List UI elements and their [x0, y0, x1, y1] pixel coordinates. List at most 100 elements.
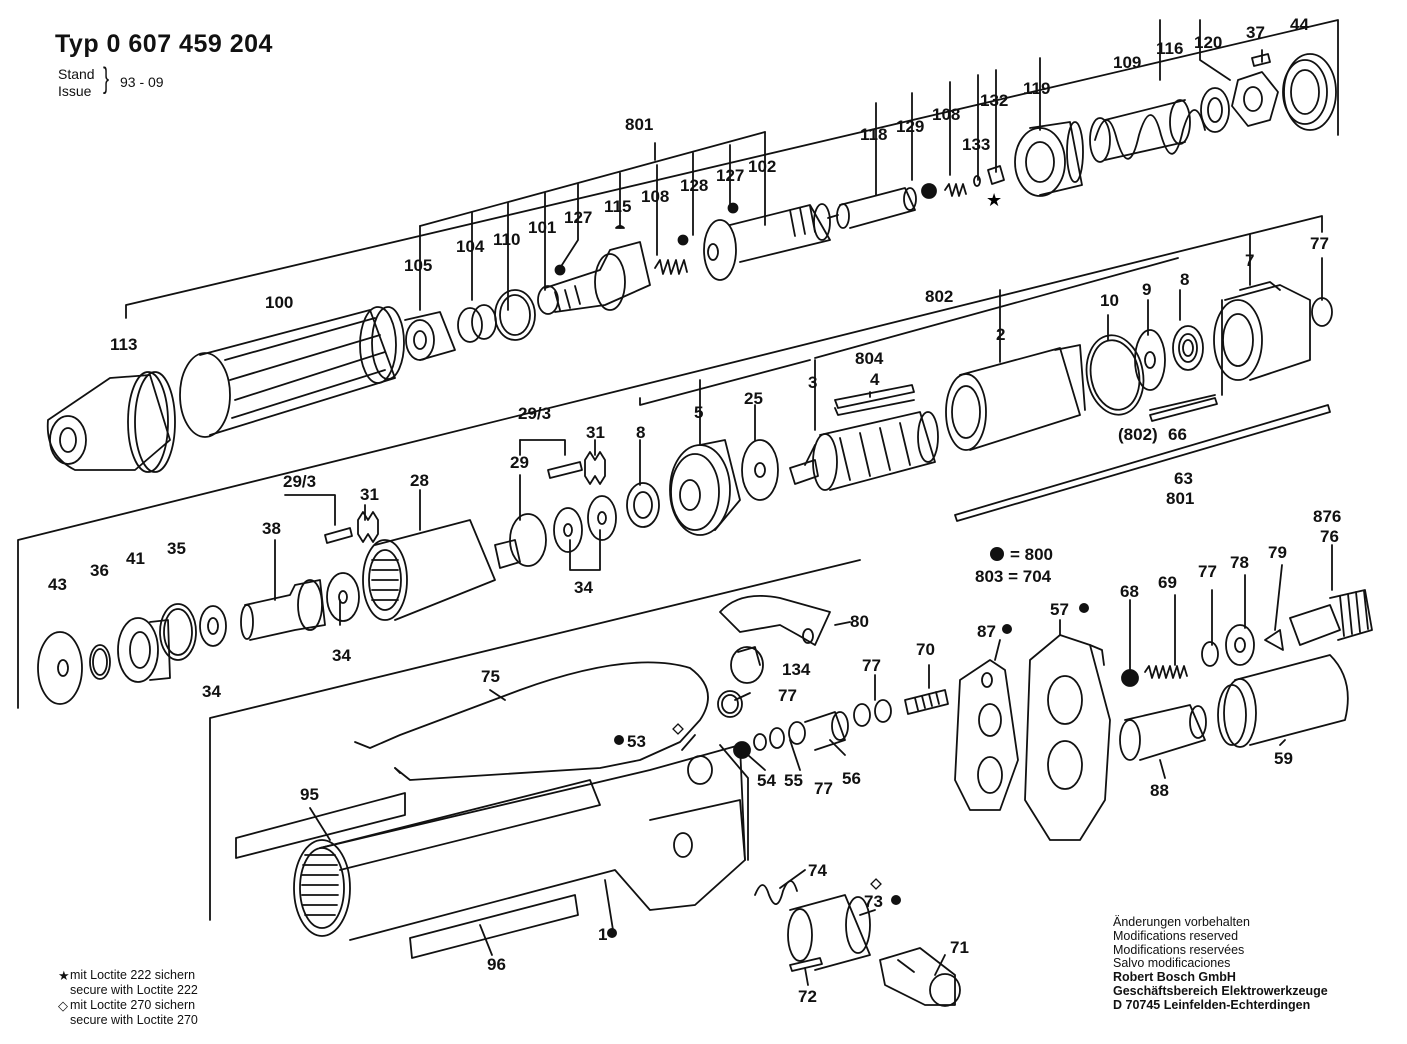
note-line-4: Salvo modificaciones — [1113, 956, 1231, 971]
part-108-spring — [654, 259, 688, 275]
label-5: 5 — [694, 403, 703, 422]
part-120-nut — [1231, 71, 1279, 127]
label-104: 104 — [456, 237, 485, 256]
label-108b: 108 — [932, 105, 960, 124]
label-1: 1 — [598, 925, 607, 944]
label-128: 128 — [680, 176, 708, 195]
label-101: 101 — [528, 218, 556, 237]
part-77-o-ring — [1311, 297, 1333, 327]
part-44-ring-nut — [1282, 53, 1337, 131]
filled-dot-icon — [1079, 603, 1089, 613]
part-804-plate — [834, 384, 915, 416]
label-29-3a: 29/3 — [518, 404, 551, 423]
page-title: Typ 0 607 459 204 — [55, 30, 273, 58]
label-802a: 802 — [925, 287, 953, 306]
label-44: 44 — [1290, 15, 1309, 34]
label-87: 87 — [977, 622, 996, 641]
part-69-spring — [1144, 665, 1188, 679]
label-8b: 8 — [636, 423, 645, 442]
part-1-housing — [293, 744, 749, 941]
filled-dot-icon — [607, 928, 617, 938]
legend-diamond-en: secure with Loctite 270 — [70, 1013, 198, 1027]
part-118-pin — [827, 187, 917, 229]
label-8a: 8 — [1180, 270, 1189, 289]
loctite-legend: ★ mit Loctite 222 sichern secure with Lo… — [58, 968, 198, 1028]
label-79: 79 — [1268, 543, 1287, 562]
label-102: 102 — [748, 157, 776, 176]
part-59-cover — [1217, 654, 1349, 748]
label-66: 66 — [1168, 425, 1187, 444]
label-54: 54 — [757, 771, 776, 790]
part-113-nose-cone — [46, 371, 176, 473]
filled-dot-icon — [1002, 624, 1012, 634]
label-113: 113 — [110, 335, 137, 354]
legend-star-de: mit Loctite 222 sichern — [70, 968, 196, 982]
filled-dot-icon — [614, 735, 624, 745]
label-76: 76 — [1320, 527, 1339, 546]
company-address: D 70745 Leinfelden-Echterdingen — [1113, 997, 1311, 1012]
label-55: 55 — [784, 771, 803, 790]
part-88-sleeve — [1119, 704, 1207, 761]
legend-diamond-de: mit Loctite 270 sichern — [70, 998, 196, 1012]
label-29: 29 — [510, 453, 529, 472]
bracket-801 — [419, 131, 766, 227]
label-105: 105 — [404, 256, 432, 275]
label-34b: 34 — [332, 646, 351, 665]
label-10: 10 — [1100, 291, 1119, 310]
label-96: 96 — [487, 955, 506, 974]
key-code-equals: 803 = 704 — [975, 567, 1052, 586]
label-28: 28 — [410, 471, 429, 490]
part-41-cap — [117, 617, 171, 683]
part-134-cap — [730, 646, 764, 684]
label-72: 72 — [798, 987, 817, 1006]
part-129-ball — [921, 183, 937, 199]
label-88: 88 — [1150, 781, 1169, 800]
part-74-spring — [754, 880, 798, 905]
star-icon: ★ — [58, 968, 70, 983]
part-9-plate — [1134, 329, 1166, 391]
part-77-o-ring-c — [717, 690, 743, 718]
part-10-gasket — [1085, 334, 1145, 416]
part-110-o-ring — [494, 289, 536, 341]
part-34-washer-a — [553, 507, 583, 553]
label-31b: 31 — [360, 485, 379, 504]
part-116-ring — [1200, 87, 1230, 133]
brace-icon: } — [103, 62, 110, 95]
label-68: 68 — [1120, 582, 1139, 601]
label-77e: 77 — [814, 779, 833, 798]
part-104-ring — [457, 304, 497, 343]
note-line-3: Modifications reservées — [1113, 942, 1245, 957]
label-43: 43 — [48, 575, 67, 594]
part-87-gasket — [954, 659, 1019, 811]
label-77c: 77 — [778, 686, 797, 705]
part-35-o-ring — [159, 603, 197, 661]
label-876: 876 — [1313, 507, 1341, 526]
label-29-3b: 29/3 — [283, 472, 316, 491]
label-120: 120 — [1194, 33, 1222, 52]
part-102-plunger — [703, 203, 831, 281]
part-7-end-cap — [1213, 281, 1311, 381]
label-59: 59 — [1274, 749, 1293, 768]
label-69: 69 — [1158, 573, 1177, 592]
part-77-o-ring-b — [1201, 641, 1219, 667]
label-34c: 34 — [202, 682, 221, 701]
filled-dot-icon — [990, 547, 1004, 561]
label-801a: 801 — [625, 115, 653, 134]
label-75: 75 — [481, 667, 500, 686]
label-77a: 77 — [1310, 234, 1329, 253]
stand-label: Stand — [58, 66, 95, 82]
label-109: 109 — [1113, 53, 1141, 72]
top-assembly-frame — [125, 19, 1339, 319]
label-134: 134 — [782, 660, 811, 679]
label-116: 116 — [1156, 39, 1183, 58]
part-28-ring-gear — [362, 519, 496, 621]
part-25-washer — [741, 439, 779, 501]
diamond-icon — [870, 878, 882, 890]
label-9: 9 — [1142, 280, 1151, 299]
label-41: 41 — [126, 549, 145, 568]
label-110: 110 — [493, 230, 520, 249]
label-804: 804 — [855, 349, 884, 368]
label-118: 118 — [860, 125, 887, 144]
diamond-icon — [672, 723, 684, 735]
